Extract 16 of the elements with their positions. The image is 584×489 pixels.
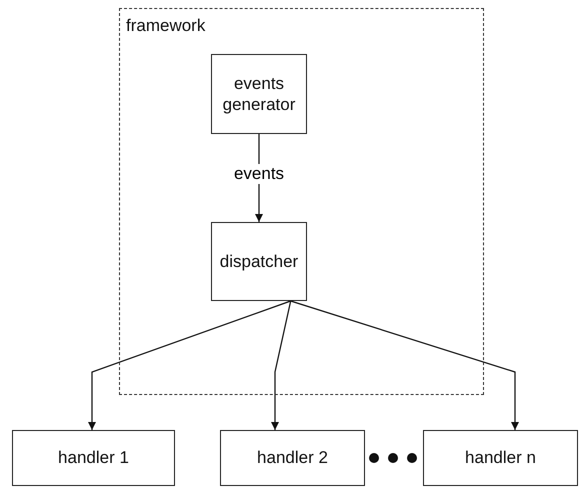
arrow: [88, 300, 291, 430]
node-label: dispatcher: [220, 250, 298, 272]
framework-boundary: [119, 8, 484, 395]
process-box: [211, 54, 307, 134]
group-title: framework: [126, 15, 206, 36]
edge-label: events: [232, 164, 286, 184]
process-box: [12, 430, 175, 486]
arrow: [290, 300, 519, 430]
process-box: [211, 222, 307, 301]
arrow: [271, 300, 292, 430]
node-label: events generator: [222, 72, 296, 116]
process-box: [423, 430, 578, 486]
process-box: [220, 430, 365, 486]
node-label: handler n: [465, 447, 536, 469]
node-label: handler 2: [257, 447, 328, 469]
node-label: handler 1: [58, 447, 129, 469]
